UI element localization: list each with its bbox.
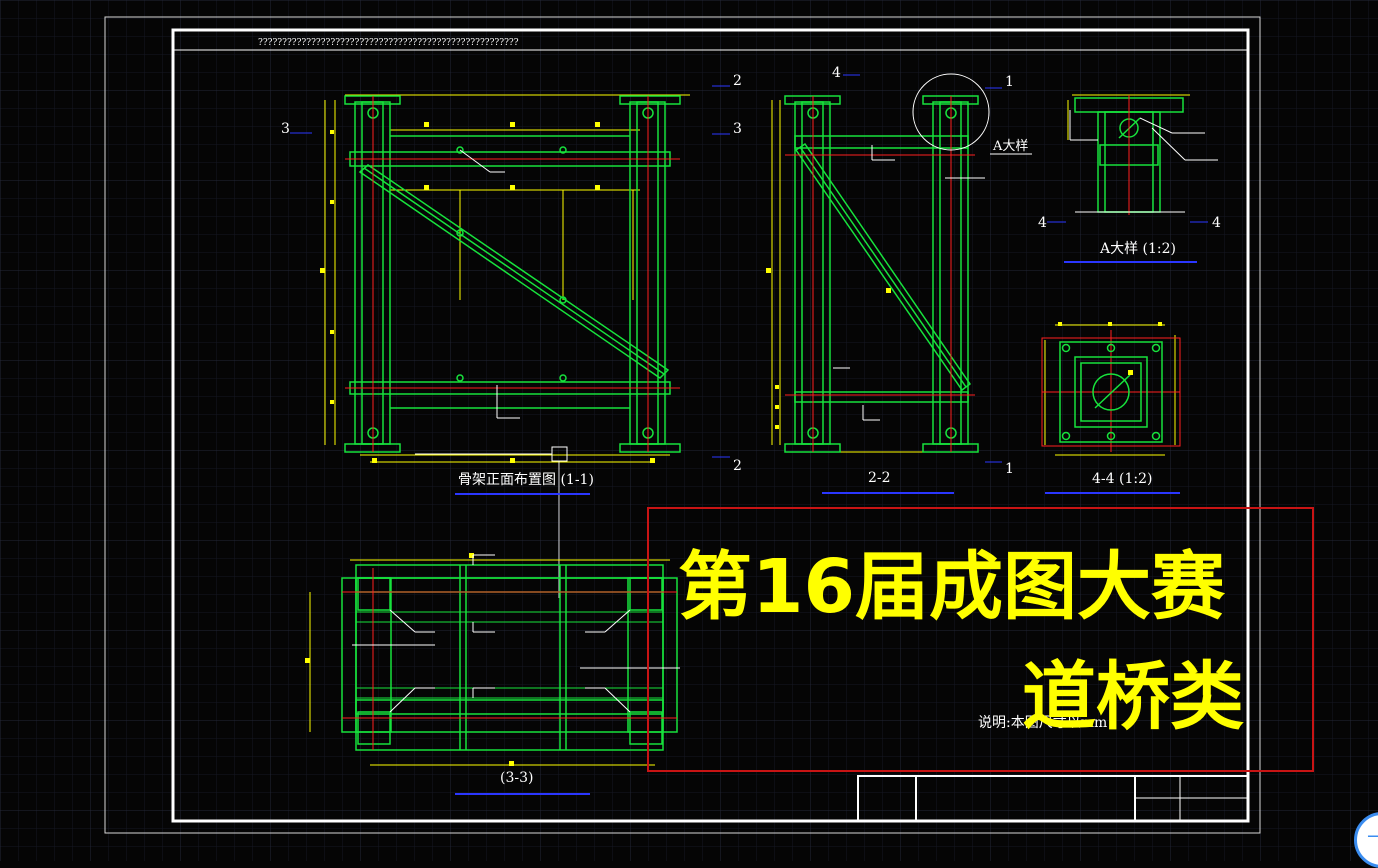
caption-side-view: 2-2 (868, 470, 891, 486)
svg-text:2: 2 (733, 458, 742, 474)
svg-text:1: 1 (1005, 74, 1014, 90)
detail-a-frame (1067, 94, 1218, 215)
svg-text:2: 2 (733, 73, 742, 89)
svg-text:4: 4 (1212, 215, 1221, 231)
minus-icon: — (1367, 823, 1378, 847)
banner-title-line1: 第16届成图大赛 (678, 544, 1226, 630)
header-text: ????????????????????????????????????????… (258, 38, 519, 48)
inner-sheet-frame (171, 28, 1250, 823)
caption-detail-4-4: 4-4 (1:2) (1092, 471, 1152, 487)
title-block (857, 775, 1249, 822)
svg-text:1: 1 (1005, 461, 1014, 477)
detail-4-4-plate (1041, 322, 1181, 456)
banner-box (647, 507, 1314, 772)
outer-sheet-frame (104, 16, 1261, 834)
caption-detail-a: A大样 (1:2) (1099, 241, 1176, 257)
svg-text:4: 4 (1038, 215, 1047, 231)
svg-text:3: 3 (733, 121, 742, 137)
svg-text:4: 4 (832, 65, 841, 81)
drawing-note: 说明:本图尺寸以mm (978, 715, 1107, 731)
callout-detail-a: A大样 (992, 139, 1028, 154)
banner-title-line2: 道桥类 (1022, 654, 1244, 740)
section-mark-group: 3 2 3 2 (281, 73, 742, 474)
svg-text:3: 3 (281, 121, 290, 137)
plan-view-frame (305, 553, 680, 766)
caption-plan-view: (3-3) (500, 770, 533, 786)
caption-front-view: 骨架正面布置图 (1-1) (458, 472, 594, 488)
front-view-frame (320, 94, 690, 598)
side-view-frame (766, 73, 990, 453)
